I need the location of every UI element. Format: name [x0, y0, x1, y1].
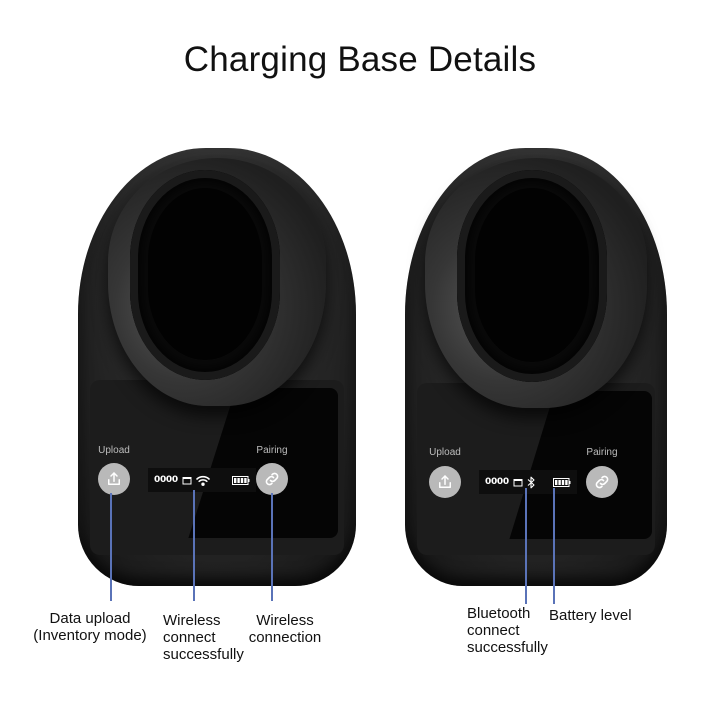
- upload-button[interactable]: [98, 463, 130, 495]
- wifi-icon: [196, 475, 210, 486]
- upload-label: Upload: [429, 447, 461, 458]
- callout-line: successfully: [163, 646, 244, 663]
- callout-bluetooth-connect: Bluetooth connect successfully: [467, 605, 548, 656]
- link-icon: [265, 472, 279, 486]
- callout-line: successfully: [467, 639, 548, 656]
- leader-line-bluetooth: [525, 488, 527, 604]
- callout-wireless-connection: Wireless connection: [244, 612, 326, 646]
- leader-line-upload: [110, 493, 112, 601]
- battery-icon: [553, 477, 571, 487]
- page-title: Charging Base Details: [183, 40, 537, 79]
- pairing-button[interactable]: [256, 463, 288, 495]
- upload-icon: [439, 475, 451, 488]
- callout-line: Data upload: [49, 610, 131, 627]
- bluetooth-icon: [527, 476, 535, 488]
- upload-button[interactable]: [429, 466, 461, 498]
- charging-base-left: Upload 0000 Pairing: [78, 148, 356, 586]
- callout-battery-level: Battery level: [549, 607, 632, 624]
- upload-icon: [108, 472, 120, 485]
- upload-label: Upload: [98, 445, 130, 456]
- callout-line: connection: [248, 629, 322, 646]
- leader-line-battery: [553, 488, 555, 604]
- link-icon: [595, 475, 609, 489]
- callout-data-upload: Data upload (Inventory mode): [26, 610, 154, 644]
- leader-line-pairing: [271, 493, 273, 601]
- cradle-well-inner: [148, 188, 262, 360]
- status-display: 0000: [479, 470, 577, 494]
- item-count: 0000: [154, 475, 178, 485]
- pairing-button[interactable]: [586, 466, 618, 498]
- cradle-well-inner: [475, 188, 589, 362]
- callout-line: Battery level: [549, 607, 632, 624]
- charging-base-right: Upload 0000 Pairing: [405, 148, 667, 586]
- status-display: 0000: [148, 468, 256, 492]
- folder-icon: [182, 476, 192, 484]
- callout-line: connect: [163, 629, 216, 646]
- callout-line: Wireless: [163, 612, 221, 629]
- pairing-label: Pairing: [256, 445, 288, 456]
- battery-icon: [232, 475, 250, 485]
- callout-wireless-connect: Wireless connect successfully: [163, 612, 244, 663]
- item-count: 0000: [485, 477, 509, 487]
- folder-icon: [513, 478, 523, 486]
- callout-line: connect: [467, 622, 520, 639]
- pairing-label: Pairing: [586, 447, 618, 458]
- leader-line-wifi: [193, 490, 195, 601]
- callout-line: Wireless: [256, 612, 314, 629]
- callout-line: (Inventory mode): [33, 627, 147, 644]
- callout-line: Bluetooth: [467, 605, 531, 622]
